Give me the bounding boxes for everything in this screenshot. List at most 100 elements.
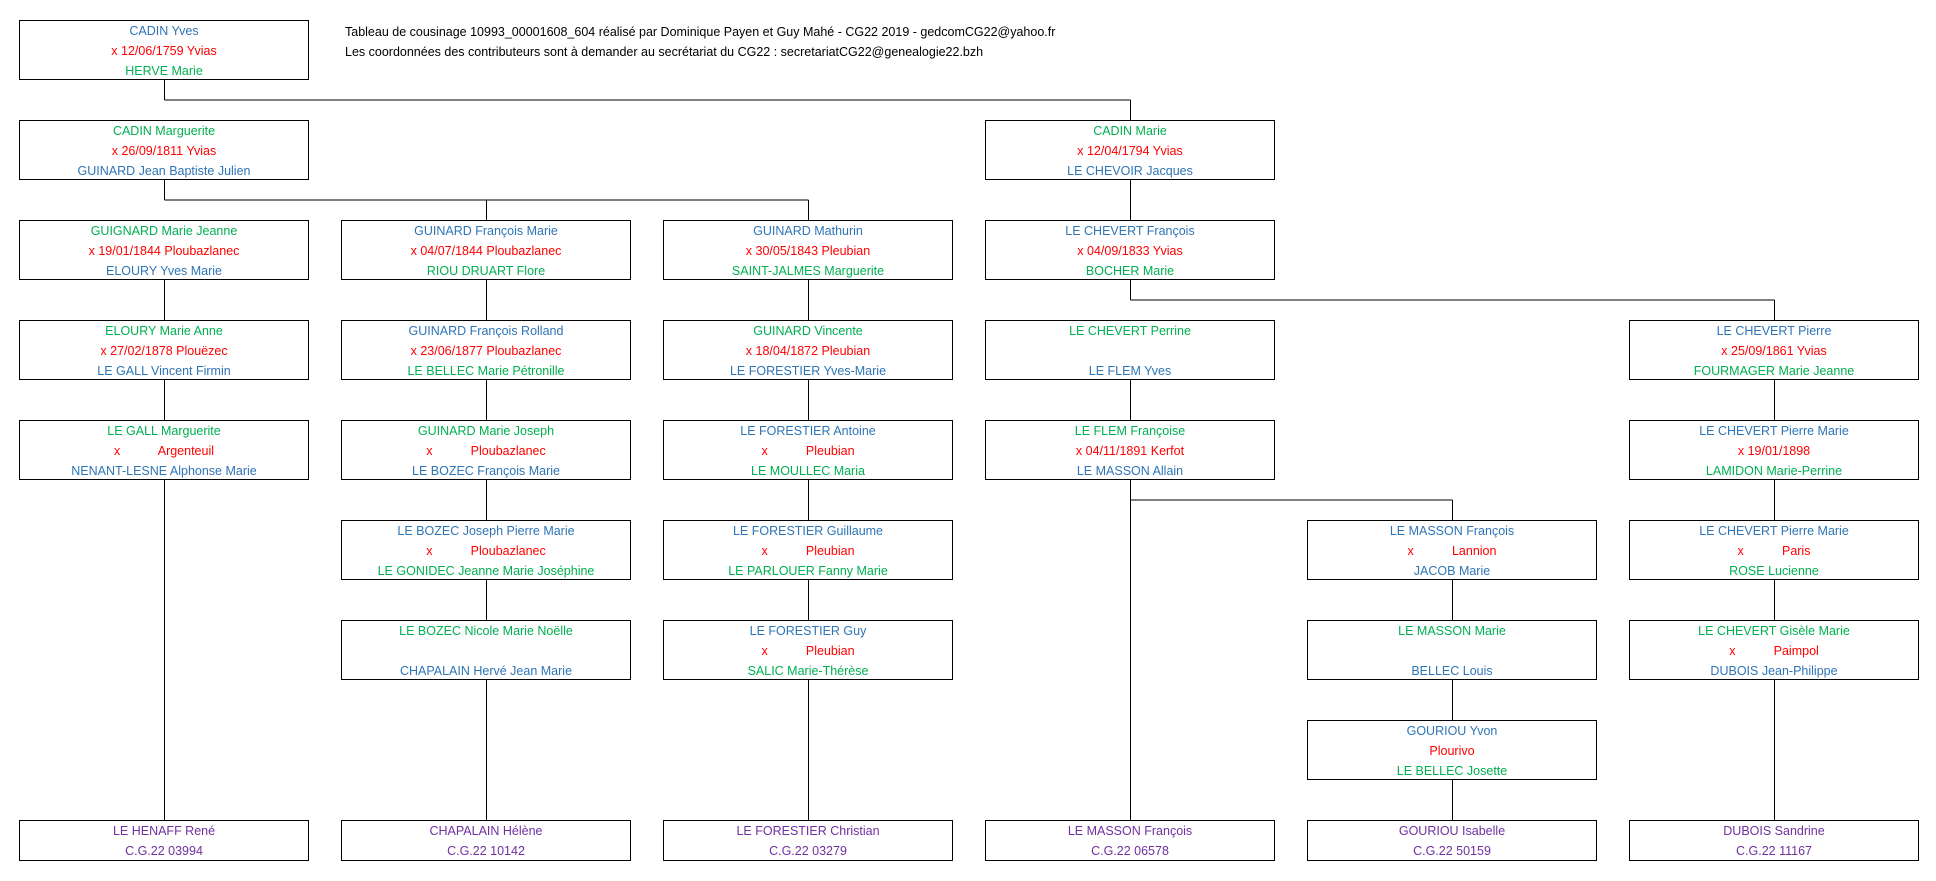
marriage-info: x Paimpol [1729,644,1819,658]
person-name: LE CHEVERT Perrine [1069,324,1191,338]
marriage-info: x Pleubian [761,544,855,558]
person-name: GUINARD François Marie [414,224,558,238]
marriage-info: x 04/09/1833 Yvias [1077,244,1183,258]
marriage-info: x 30/05/1843 Pleubian [745,244,871,258]
marriage-info [986,341,1274,361]
person-name: CADIN Yves [129,24,199,38]
couple-box-gouriou-yvon: GOURIOU Yvon Plourivo LE BELLEC Josette [1307,720,1597,780]
marriage-info: x 12/06/1759 Yvias [111,44,217,58]
couple-box-cadin-marie: CADIN Marie x 12/04/1794 Yvias LE CHEVOI… [985,120,1275,180]
person-name: LE BOZEC Joseph Pierre Marie [397,524,575,538]
spouse-name: CHAPALAIN Hervé Jean Marie [399,664,573,678]
person-name: GUIGNARD Marie Jeanne [90,224,238,238]
couple-box-guignard-marie-jeanne: GUIGNARD Marie Jeanne x 19/01/1844 Ploub… [19,220,309,280]
couple-box-le-masson-marie: LE MASSON Marie BELLEC Louis [1307,620,1597,680]
contributor-box-le-forestier: LE FORESTIER Christian C.G.22 03279 [663,820,953,861]
spouse-name: HERVE Marie [125,64,203,78]
marriage-info: Plourivo [1429,744,1475,758]
spouse-name: LE GALL Vincent Firmin [97,364,231,378]
couple-box-eloury-marie-anne: ELOURY Marie Anne x 27/02/1878 Plouëzec … [19,320,309,380]
person-name: LE MASSON François [1389,524,1515,538]
person-name: ELOURY Marie Anne [105,324,223,338]
person-name: LE CHEVERT Pierre Marie [1699,524,1849,538]
person-name: GUINARD Vincente [753,324,863,338]
spouse-name: FOURMAGER Marie Jeanne [1693,364,1855,378]
contributor-name: DUBOIS Sandrine [1723,824,1825,838]
person-name: CADIN Marguerite [112,124,216,138]
couple-box-le-bozec-nicole: LE BOZEC Nicole Marie Noëlle CHAPALAIN H… [341,620,631,680]
person-name: LE CHEVERT Pierre [1716,324,1832,338]
couple-box-guinard-vincente: GUINARD Vincente x 18/04/1872 Pleubian L… [663,320,953,380]
marriage-info: x Paris [1737,544,1811,558]
couple-box-le-flem-francoise: LE FLEM Françoise x 04/11/1891 Kerfot LE… [985,420,1275,480]
person-name: LE CHEVERT François [1065,224,1195,238]
spouse-name: LAMIDON Marie-Perrine [1705,464,1843,478]
couple-box-le-chevert-pierre: LE CHEVERT Pierre x 25/09/1861 Yvias FOU… [1629,320,1919,380]
marriage-info: x 12/04/1794 Yvias [1077,144,1183,158]
couple-box-le-gall-marguerite: LE GALL Marguerite x Argenteuil NENANT-L… [19,420,309,480]
couple-box-le-chevert-pierre-marie-paris: LE CHEVERT Pierre Marie x Paris ROSE Luc… [1629,520,1919,580]
spouse-name: BELLEC Louis [1411,664,1493,678]
marriage-info: x 23/06/1877 Ploubazlanec [410,344,562,358]
person-name: LE MASSON Marie [1398,624,1506,638]
couple-box-guinard-mathurin: GUINARD Mathurin x 30/05/1843 Pleubian S… [663,220,953,280]
spouse-name: GUINARD Jean Baptiste Julien [77,164,251,178]
couple-box-le-forestier-antoine: LE FORESTIER Antoine x Pleubian LE MOULL… [663,420,953,480]
contributor-name: GOURIOU Isabelle [1398,824,1506,838]
contributor-code: C.G.22 03994 [125,844,203,858]
spouse-name: ROSE Lucienne [1729,564,1819,578]
marriage-info: x 04/07/1844 Ploubazlanec [410,244,562,258]
marriage-info: x Lannion [1407,544,1497,558]
couple-box-le-chevert-francois: LE CHEVERT François x 04/09/1833 Yvias B… [985,220,1275,280]
spouse-name: LE MASSON Allain [1076,464,1184,478]
header-line-2: Les coordonnées des contributeurs sont à… [345,45,984,59]
contributor-name: CHAPALAIN Hélène [429,824,543,838]
person-name: GUINARD Mathurin [753,224,863,238]
contributor-code: C.G.22 50159 [1413,844,1491,858]
contributor-code: C.G.22 11167 [1736,844,1812,858]
marriage-info: x Ploubazlanec [426,444,546,458]
contributor-box-chapalain: CHAPALAIN Hélène C.G.22 10142 [341,820,631,861]
root-couple-box: CADIN Yves x 12/06/1759 Yvias HERVE Mari… [19,20,309,80]
couple-box-guinard-francois-rolland: GUINARD François Rolland x 23/06/1877 Pl… [341,320,631,380]
marriage-info [342,641,630,661]
spouse-name: JACOB Marie [1413,564,1491,578]
marriage-info: x 19/01/1898 [1737,444,1811,458]
marriage-info: x 27/02/1878 Plouëzec [100,344,228,358]
spouse-name: LE BELLEC Josette [1396,764,1508,778]
couple-box-le-masson-francois: LE MASSON François x Lannion JACOB Marie [1307,520,1597,580]
couple-box-le-forestier-guillaume: LE FORESTIER Guillaume x Pleubian LE PAR… [663,520,953,580]
couple-box-cadin-marguerite: CADIN Marguerite x 26/09/1811 Yvias GUIN… [19,120,309,180]
spouse-name: LE MOULLEC Maria [751,464,865,478]
spouse-name: LE PARLOUER Fanny Marie [728,564,888,578]
person-name: LE GALL Marguerite [107,424,221,438]
person-name: GOURIOU Yvon [1406,724,1498,738]
couple-box-le-chevert-perrine: LE CHEVERT Perrine LE FLEM Yves [985,320,1275,380]
couple-box-le-chevert-pierre-marie: LE CHEVERT Pierre Marie x 19/01/1898 LAM… [1629,420,1919,480]
marriage-info: x Pleubian [761,644,855,658]
spouse-name: LE BELLEC Marie Pétronille [407,364,565,378]
marriage-info: x Ploubazlanec [426,544,546,558]
spouse-name: LE BOZEC François Marie [412,464,560,478]
contributor-box-dubois: DUBOIS Sandrine C.G.22 11167 [1629,820,1919,861]
person-name: LE BOZEC Nicole Marie Noëlle [399,624,573,638]
spouse-name: RIOU DRUART Flore [426,264,546,278]
person-name: LE FORESTIER Guy [749,624,867,638]
couple-box-le-bozec-joseph-pierre-marie: LE BOZEC Joseph Pierre Marie x Ploubazla… [341,520,631,580]
marriage-info: x Argenteuil [113,444,215,458]
person-name: LE FORESTIER Antoine [740,424,876,438]
person-name: LE FLEM Françoise [1074,424,1186,438]
contributor-code: C.G.22 10142 [447,844,525,858]
spouse-name: LE FORESTIER Yves-Marie [729,364,887,378]
marriage-info: x 18/04/1872 Pleubian [745,344,871,358]
person-name: GUINARD Marie Joseph [417,424,555,438]
spouse-name: SALIC Marie-Thérèse [747,664,869,678]
marriage-info: x 19/01/1844 Ploubazlanec [88,244,240,258]
contributor-box-gouriou: GOURIOU Isabelle C.G.22 50159 [1307,820,1597,861]
contributor-name: LE HENAFF René [112,824,216,838]
contributor-name: LE MASSON François [1067,824,1193,838]
contributor-box-le-henaff: LE HENAFF René C.G.22 03994 [19,820,309,861]
marriage-info: x 25/09/1861 Yvias [1721,344,1827,358]
spouse-name: DUBOIS Jean-Philippe [1710,664,1838,678]
marriage-info: x 04/11/1891 Kerfot [1075,444,1185,458]
